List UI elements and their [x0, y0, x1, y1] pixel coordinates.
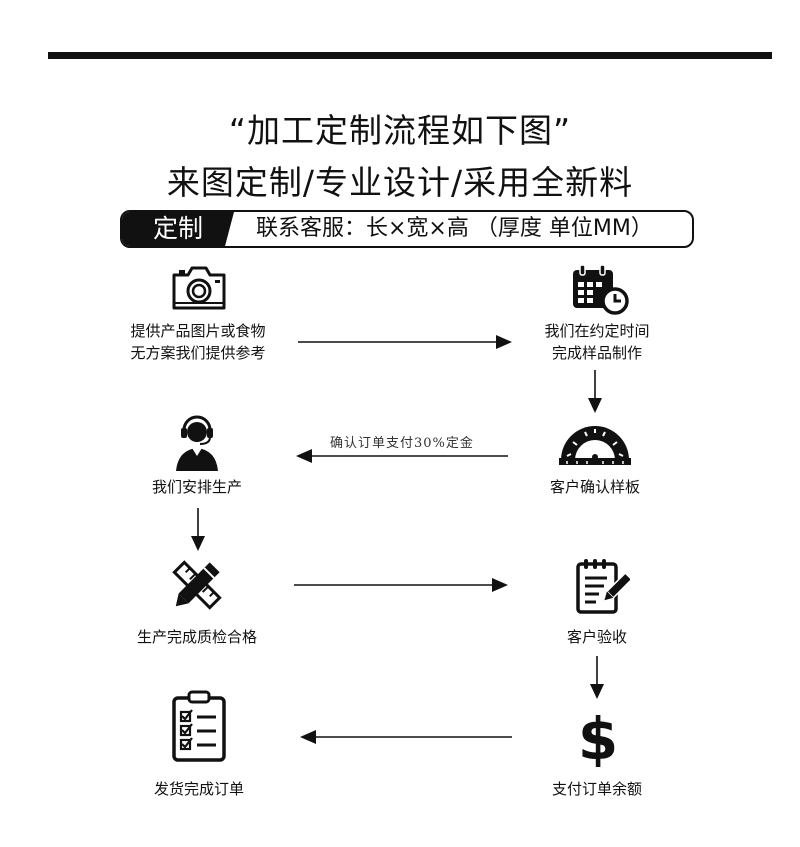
checklist-icon	[172, 690, 226, 762]
step-arrange-production-label: 我们安排生产	[151, 478, 242, 496]
step-provide-image-line1: 提供产品图片或食物	[130, 322, 266, 340]
pencil-ruler-icon	[172, 560, 222, 610]
dollar-icon: $	[578, 705, 618, 767]
arrow-down-3	[590, 656, 604, 699]
clipboard-edit-icon	[576, 559, 630, 614]
top-divider-bar	[48, 52, 772, 59]
step-production-qc-label: 生产完成质检合格	[136, 628, 257, 646]
calendar-clock-icon	[573, 264, 629, 315]
step-make-sample-label: 我们在约定时间 完成样品制作	[497, 320, 697, 364]
arrow-left-1	[296, 449, 508, 463]
svg-text:$: $	[578, 705, 618, 767]
protractor-icon	[559, 426, 631, 465]
step-provide-image-label: 提供产品图片或食物 无方案我们提供参考	[98, 320, 298, 364]
step-ship-complete-label: 发货完成订单	[153, 780, 244, 798]
step-confirm-sample-label: 客户确认样板	[549, 478, 640, 496]
page-subtitle: 来图定制/专业设计/采用全新料	[166, 163, 634, 202]
step-make-sample-line1: 我们在约定时间	[544, 322, 650, 340]
camera-icon	[172, 266, 226, 310]
customer-service-icon	[176, 415, 218, 471]
spec-tag: 定制	[122, 212, 234, 246]
step-provide-image-line2: 无方案我们提供参考	[130, 344, 266, 362]
step-pay-balance-label: 支付订单余额	[551, 780, 642, 798]
step-make-sample-line2: 完成样品制作	[551, 344, 642, 362]
arrow-right-2	[294, 578, 508, 592]
spec-bar: 定制 联系客服：长×宽×高 （厚度 单位MM）	[120, 210, 694, 248]
page-title: “加工定制流程如下图”	[228, 111, 572, 150]
arrow-right-1	[298, 335, 512, 349]
step-customer-inspect-label: 客户验收	[566, 628, 627, 646]
arrow-down-2	[191, 508, 205, 551]
arrow-left-2	[300, 730, 512, 744]
arrow-down-1	[588, 370, 602, 413]
spec-text: 联系客服：长×宽×高 （厚度 单位MM）	[256, 216, 653, 241]
deposit-note: 确认订单支付30%定金	[330, 436, 474, 451]
